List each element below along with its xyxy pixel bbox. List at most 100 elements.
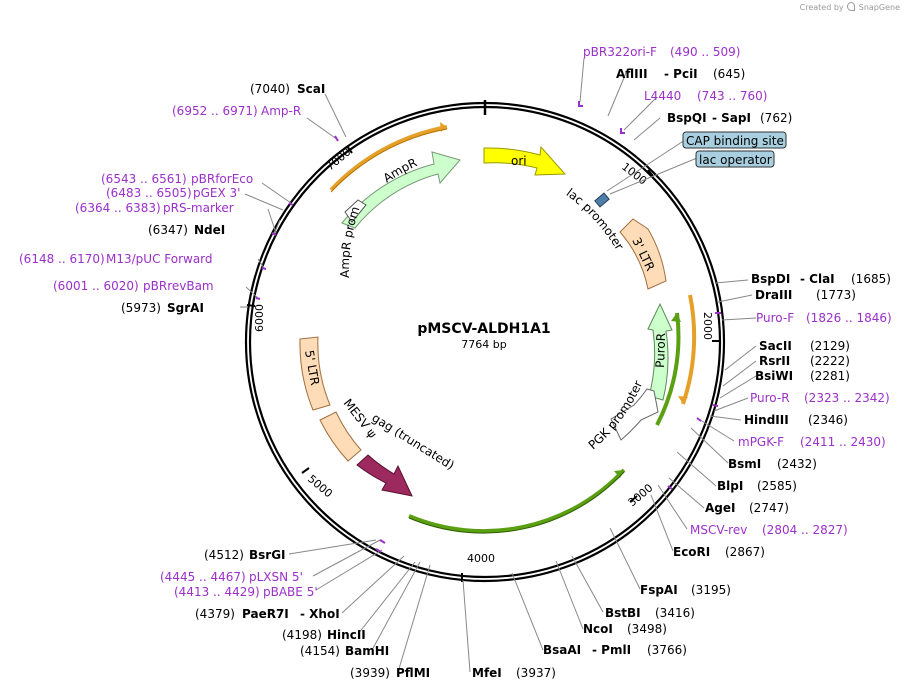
svg-text:(645): (645) — [713, 67, 745, 81]
svg-text:Amp-R: Amp-R — [261, 104, 301, 118]
svg-text:lac operator: lac operator — [699, 153, 772, 167]
svg-text:SgrAI: SgrAI — [167, 301, 204, 315]
svg-text:BspDI: BspDI — [751, 272, 790, 286]
svg-text:- PmlI: - PmlI — [592, 643, 631, 657]
tick-7000: 7000 — [324, 145, 354, 173]
svg-text:pBRforEco: pBRforEco — [191, 172, 253, 186]
primer-puro-f: Puro-F(1826 .. 1846) — [756, 311, 892, 325]
svg-text:pBRrevBam: pBRrevBam — [143, 279, 214, 293]
svg-text:(3937): (3937) — [516, 666, 556, 680]
svg-text:BlpI: BlpI — [717, 479, 743, 493]
primer-labels: pBR322ori-F(490 .. 509) L4440(743 .. 760… — [19, 45, 892, 599]
ori-label: ori — [511, 154, 527, 168]
enzyme-rsrii: RsrII(2222) — [759, 354, 850, 368]
primer-pbrrevbam: (6001 .. 6020)pBRrevBam — [53, 279, 214, 293]
svg-text:AflIII: AflIII — [616, 67, 648, 81]
enzyme-blpi: BlpI (2585) — [717, 479, 797, 493]
mesv-psi-block — [319, 411, 362, 462]
lac-operator-box: lac operator — [695, 150, 775, 168]
svg-text:M13/pUC Forward: M13/pUC Forward — [106, 252, 213, 266]
svg-text:HindIII: HindIII — [744, 413, 789, 427]
enzyme-agei: AgeI (2747) — [705, 501, 789, 515]
lac-promoter-label: lac promoter — [564, 186, 627, 253]
svg-text:(2411 .. 2430): (2411 .. 2430) — [800, 435, 886, 449]
primer-pbrforeco: (6543 .. 6561)pBRforEco — [101, 172, 253, 186]
enzyme-bspdi: BspDI - ClaI (1685) — [751, 272, 891, 286]
primer-puro-r: Puro-R(2323 .. 2342) — [750, 391, 890, 405]
ori-arrow — [483, 145, 567, 176]
svg-text:(4198): (4198) — [282, 628, 322, 642]
enzyme-pflmi: (3939)PflMI — [350, 666, 430, 680]
green-arc-bottom — [408, 468, 626, 534]
gag-arrow — [356, 454, 413, 497]
enzyme-hincii: (4198) HincII — [282, 628, 366, 642]
svg-text:EcoRI: EcoRI — [673, 545, 710, 559]
ampr-arrow — [341, 151, 461, 229]
svg-text:DraIII: DraIII — [755, 288, 792, 302]
svg-text:BamHI: BamHI — [345, 644, 389, 658]
svg-text:(1826 .. 1846): (1826 .. 1846) — [806, 311, 892, 325]
svg-text:HincII: HincII — [327, 628, 366, 642]
enzyme-sacii: SacII(2129) — [759, 339, 850, 353]
svg-text:MfeI: MfeI — [472, 666, 502, 680]
tick-4000: 4000 — [461, 552, 495, 582]
svg-text:(3498): (3498) — [627, 622, 667, 636]
svg-text:5000: 5000 — [305, 472, 335, 500]
svg-text:(3766): (3766) — [647, 643, 687, 657]
svg-text:NdeI: NdeI — [194, 223, 225, 237]
enzyme-bstbi: BstBI (3416) — [605, 606, 695, 620]
svg-text:- ClaI: - ClaI — [800, 272, 835, 286]
enzyme-bsrgi: (4512)BsrGI — [204, 548, 286, 562]
svg-text:- PciI: - PciI — [664, 67, 698, 81]
enzyme-bspqi: BspQI- SapI(762) — [667, 111, 792, 125]
svg-text:BstBI: BstBI — [605, 606, 641, 620]
enzyme-bsiwi: BsiWI(2281) — [755, 369, 850, 383]
svg-text:(3416): (3416) — [655, 606, 695, 620]
svg-text:NcoI: NcoI — [583, 622, 613, 636]
svg-text:lac promoter: lac promoter — [564, 186, 627, 253]
svg-text:4000: 4000 — [467, 552, 495, 565]
svg-text:(2281): (2281) — [810, 369, 850, 383]
svg-text:PaeR7I: PaeR7I — [242, 607, 289, 621]
svg-text:(2867): (2867) — [725, 545, 765, 559]
svg-text:mPGK-F: mPGK-F — [738, 435, 784, 449]
svg-text:(1685): (1685) — [851, 272, 891, 286]
plasmid-length: 7764 bp — [461, 338, 506, 351]
enzyme-paer7i: (4379)PaeR7I- XhoI — [195, 607, 340, 621]
puror-arrow — [647, 302, 673, 401]
svg-text:RsrII: RsrII — [759, 354, 790, 368]
svg-text:(2129): (2129) — [810, 339, 850, 353]
primer-markers — [255, 101, 721, 553]
svg-text:BsaAI: BsaAI — [543, 643, 581, 657]
svg-text:(2432): (2432) — [777, 457, 817, 471]
ltr3-block — [619, 218, 667, 290]
svg-text:(5973): (5973) — [121, 301, 161, 315]
svg-text:(3195): (3195) — [691, 583, 731, 597]
svg-text:MSCV-rev: MSCV-rev — [690, 523, 747, 537]
enzyme-ndei: (6347)NdeI — [148, 223, 225, 237]
ampr-promoter-arrow — [344, 199, 367, 223]
primer-prs-marker: (6364 .. 6383)pRS-marker — [75, 201, 234, 215]
svg-text:(2346): (2346) — [808, 413, 848, 427]
svg-text:(6148 .. 6170): (6148 .. 6170) — [19, 252, 105, 266]
green-arc-right — [655, 312, 681, 426]
leader-lines — [240, 57, 757, 673]
pgk-promoter-arrow — [610, 388, 659, 441]
svg-text:(2747): (2747) — [749, 501, 789, 515]
svg-text:ScaI: ScaI — [297, 82, 325, 96]
svg-text:pBABE 5': pBABE 5' — [263, 585, 318, 599]
svg-text:AgeI: AgeI — [705, 501, 735, 515]
enzyme-sgrai: (5973) SgrAI — [121, 301, 204, 315]
svg-text:2000: 2000 — [701, 312, 714, 340]
snapgene-logo-icon — [847, 2, 856, 11]
svg-text:(2585): (2585) — [757, 479, 797, 493]
enzyme-hindiii: HindIII (2346) — [744, 413, 848, 427]
svg-text:(6364 .. 6383): (6364 .. 6383) — [75, 201, 161, 215]
gag-label: gag (truncated) — [369, 411, 456, 473]
svg-text:(7040): (7040) — [250, 82, 290, 96]
primer-mscv-rev: MSCV-rev(2804 .. 2827) — [690, 523, 848, 537]
svg-text:BsrGI: BsrGI — [249, 548, 286, 562]
svg-text:pRS-marker: pRS-marker — [163, 201, 234, 215]
ltr5-label: 5' LTR — [302, 349, 322, 386]
